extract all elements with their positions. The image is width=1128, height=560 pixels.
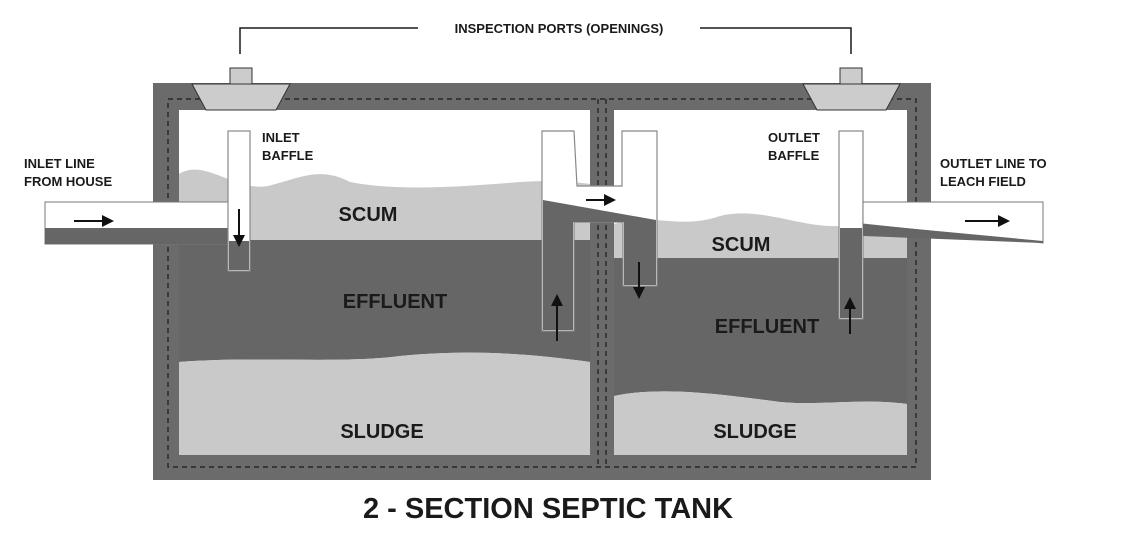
transfer-baffle — [541, 130, 658, 332]
sludge-label-right: SLUDGE — [713, 421, 796, 443]
inspection-port-right — [802, 67, 901, 111]
inspection-port-left — [191, 67, 291, 111]
right-scum-layer — [614, 213, 907, 262]
scum-label-left: SCUM — [339, 204, 398, 226]
outlet-baffle — [838, 130, 864, 320]
outlet-baffle-label-2: BAFFLE — [768, 148, 820, 163]
effluent-label-right: EFFLUENT — [715, 316, 819, 338]
inlet-baffle-down-arrow — [233, 209, 245, 247]
outlet-line-label-2: LEACH FIELD — [940, 174, 1026, 189]
right-chamber-down-arrow — [633, 262, 645, 299]
scum-label-right: SCUM — [712, 234, 771, 256]
effluent-label-left: EFFLUENT — [343, 291, 447, 313]
left-sludge-layer — [179, 352, 590, 455]
inlet-baffle-label-1: INLET — [262, 130, 300, 145]
outlet-baffle-label-1: OUTLET — [768, 130, 820, 145]
inlet-flow-arrow — [74, 215, 114, 227]
inlet-pipe — [44, 201, 246, 245]
right-effluent-layer — [614, 258, 907, 404]
transfer-up-arrow — [551, 294, 563, 341]
inspection-ports-bracket — [239, 27, 852, 54]
inlet-baffle — [227, 130, 251, 272]
transfer-right-arrow — [586, 194, 616, 206]
inlet-baffle-label-2: BAFFLE — [262, 148, 314, 163]
tank-dashed-outline — [167, 98, 917, 468]
outlet-pipe — [862, 201, 1044, 244]
left-scum-layer — [179, 169, 590, 244]
right-sludge-layer — [614, 391, 907, 455]
inlet-line-label-2: FROM HOUSE — [24, 174, 112, 189]
flow-arrows — [74, 194, 1010, 341]
sludge-label-left: SLUDGE — [340, 421, 423, 443]
left-effluent-layer — [179, 240, 590, 362]
diagram-title: 2 - SECTION SEPTIC TANK — [363, 493, 733, 525]
outlet-baffle-up-arrow — [844, 297, 856, 334]
inspection-ports-label: INSPECTION PORTS (OPENINGS) — [455, 21, 664, 36]
inlet-line-label-1: INLET LINE — [24, 156, 95, 171]
outlet-flow-arrow — [965, 215, 1010, 227]
outlet-line-label-1: OUTLET LINE TO — [940, 156, 1047, 171]
